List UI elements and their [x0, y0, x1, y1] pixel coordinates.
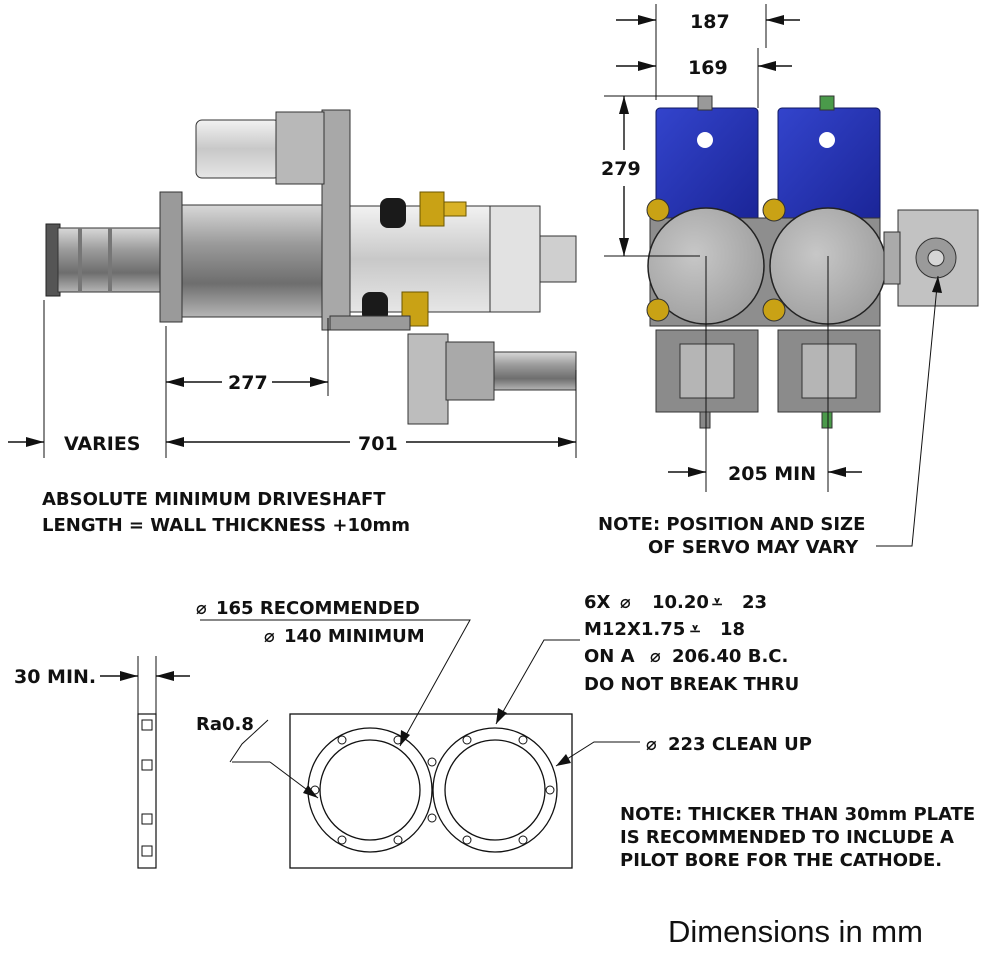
- diameter-165-recommended: 165 RECOMMENDED: [216, 598, 420, 619]
- diameter-140-minimum: 140 MINIMUM: [284, 626, 425, 647]
- holes-diameter: 10.20: [652, 592, 709, 613]
- bolt-circle-prefix: ON A: [584, 646, 635, 667]
- holes-count: 6X: [584, 592, 611, 613]
- holes-depth: 23: [742, 592, 767, 613]
- dim-277: 277: [228, 372, 268, 394]
- depth-symbol-1: ⩡: [712, 592, 722, 613]
- dim-701: 701: [358, 433, 398, 455]
- plate-note-line2: IS RECOMMENDED TO INCLUDE A: [620, 827, 954, 848]
- dim-187: 187: [690, 11, 730, 33]
- dim-169: 169: [688, 57, 728, 79]
- clean-up-223: 223 CLEAN UP: [668, 734, 812, 755]
- driveshaft-note-line1: ABSOLUTE MINIMUM DRIVESHAFT: [42, 489, 386, 510]
- plate-section-view: [100, 656, 190, 869]
- dim-varies: VARIES: [64, 433, 140, 455]
- thread-depth: 18: [720, 619, 745, 640]
- servo-note-line1: NOTE: POSITION AND SIZE: [598, 514, 865, 535]
- side-view-assembly: [45, 109, 577, 425]
- diameter-symbol-140: ⌀: [264, 626, 275, 647]
- dim-205-min: 205 MIN: [728, 463, 816, 485]
- depth-symbol-2: ⩡: [690, 619, 700, 640]
- servo-note-line2: OF SERVO MAY VARY: [648, 537, 859, 558]
- do-not-break-thru: DO NOT BREAK THRU: [584, 674, 799, 695]
- plate-note-line3: PILOT BORE FOR THE CATHODE.: [620, 850, 942, 871]
- driveshaft-note-line2: LENGTH = WALL THICKNESS +10mm: [42, 515, 410, 536]
- side-view-dimensions: [8, 300, 577, 458]
- bolt-circle-diameter: 206.40 B.C.: [672, 646, 788, 667]
- plate-front-view: [200, 619, 640, 869]
- front-view-dimensions: [604, 4, 942, 547]
- diameter-symbol-bc: ⌀: [650, 646, 661, 667]
- diameter-symbol-223: ⌀: [646, 734, 657, 755]
- dim-279: 279: [601, 158, 641, 180]
- roughness-ra08: Ra0.8: [196, 714, 254, 735]
- diameter-symbol-holes: ⌀: [620, 592, 631, 613]
- diameter-symbol-165: ⌀: [196, 598, 207, 619]
- plate-note-line1: NOTE: THICKER THAN 30mm PLATE: [620, 804, 975, 825]
- units-footer: Dimensions in mm: [668, 914, 923, 949]
- thickness-30-min: 30 MIN.: [14, 666, 96, 688]
- thread-spec: M12X1.75: [584, 619, 685, 640]
